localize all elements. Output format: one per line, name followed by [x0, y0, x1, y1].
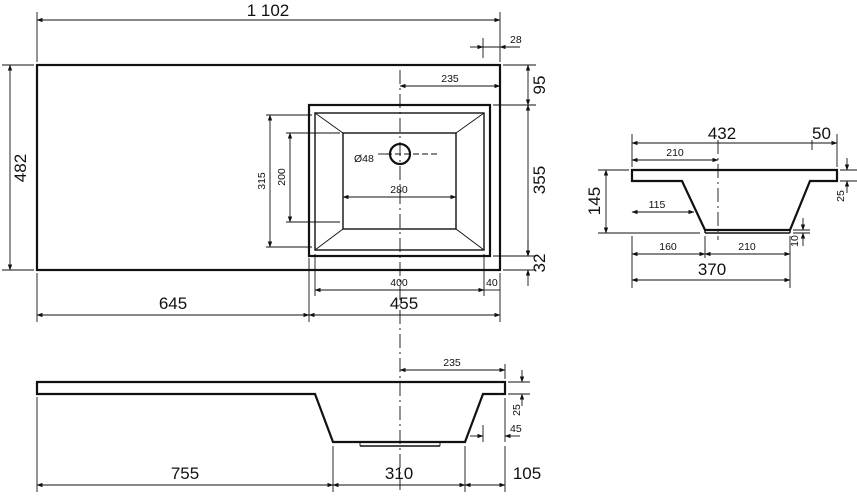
dim-side-total-height: 145 — [585, 187, 604, 215]
dim-drain-offset-top: 235 — [441, 73, 459, 85]
dim-side-slab-thickness: 25 — [835, 190, 847, 202]
dim-side-bottom-offset: 160 — [659, 241, 677, 253]
dim-front-right-section: 105 — [513, 464, 541, 483]
front-profile — [35, 380, 507, 444]
dim-side-drain-offset: 210 — [666, 147, 684, 159]
dim-left-section: 645 — [159, 294, 187, 313]
dim-side-bottom-thickness: 10 — [789, 235, 801, 247]
dim-bowl-width: 400 — [390, 277, 408, 289]
dim-front-bowl-section: 310 — [385, 464, 413, 483]
dim-bowl-depth-outer: 355 — [530, 166, 549, 194]
dim-bowl-height-inner: 200 — [276, 168, 288, 186]
dim-edge-offset: 28 — [510, 34, 522, 46]
countertop-outline — [35, 63, 502, 272]
dim-bowl-width-inner: 280 — [390, 184, 408, 196]
dim-front-drain-offset: 235 — [443, 357, 461, 369]
dim-rim-top: 95 — [530, 76, 549, 95]
dim-front-right-edge: 45 — [510, 423, 522, 435]
bowl-top-rim — [314, 112, 485, 251]
dim-side-overhang: 50 — [812, 124, 831, 143]
dim-rim-right: 40 — [486, 277, 498, 289]
dim-side-inner-offset: 115 — [649, 199, 666, 211]
front-view: 235 25 45 755 310 105 — [35, 357, 541, 492]
dim-side-base-width: 370 — [698, 260, 726, 279]
side-view: 432 50 210 145 25 115 10 160 210 — [585, 124, 857, 288]
bowl-outer-rim — [307, 103, 492, 258]
dim-rim-bottom: 32 — [530, 254, 549, 273]
dim-drain-diameter: Ø48 — [354, 153, 374, 165]
dim-overall-depth: 482 — [11, 154, 30, 182]
dim-front-slab-thickness: 25 — [511, 404, 523, 416]
dim-bowl-height-outer: 315 — [256, 172, 268, 190]
dim-overall-length: 1 102 — [247, 1, 290, 20]
dim-side-total-width: 432 — [708, 124, 736, 143]
dim-side-bottom-width: 210 — [738, 241, 756, 253]
bowl-floor — [342, 132, 457, 230]
dim-right-section: 455 — [390, 294, 418, 313]
top-view: 1 102 28 235 482 95 355 32 315 — [2, 1, 549, 490]
dim-front-left-section: 755 — [171, 464, 199, 483]
